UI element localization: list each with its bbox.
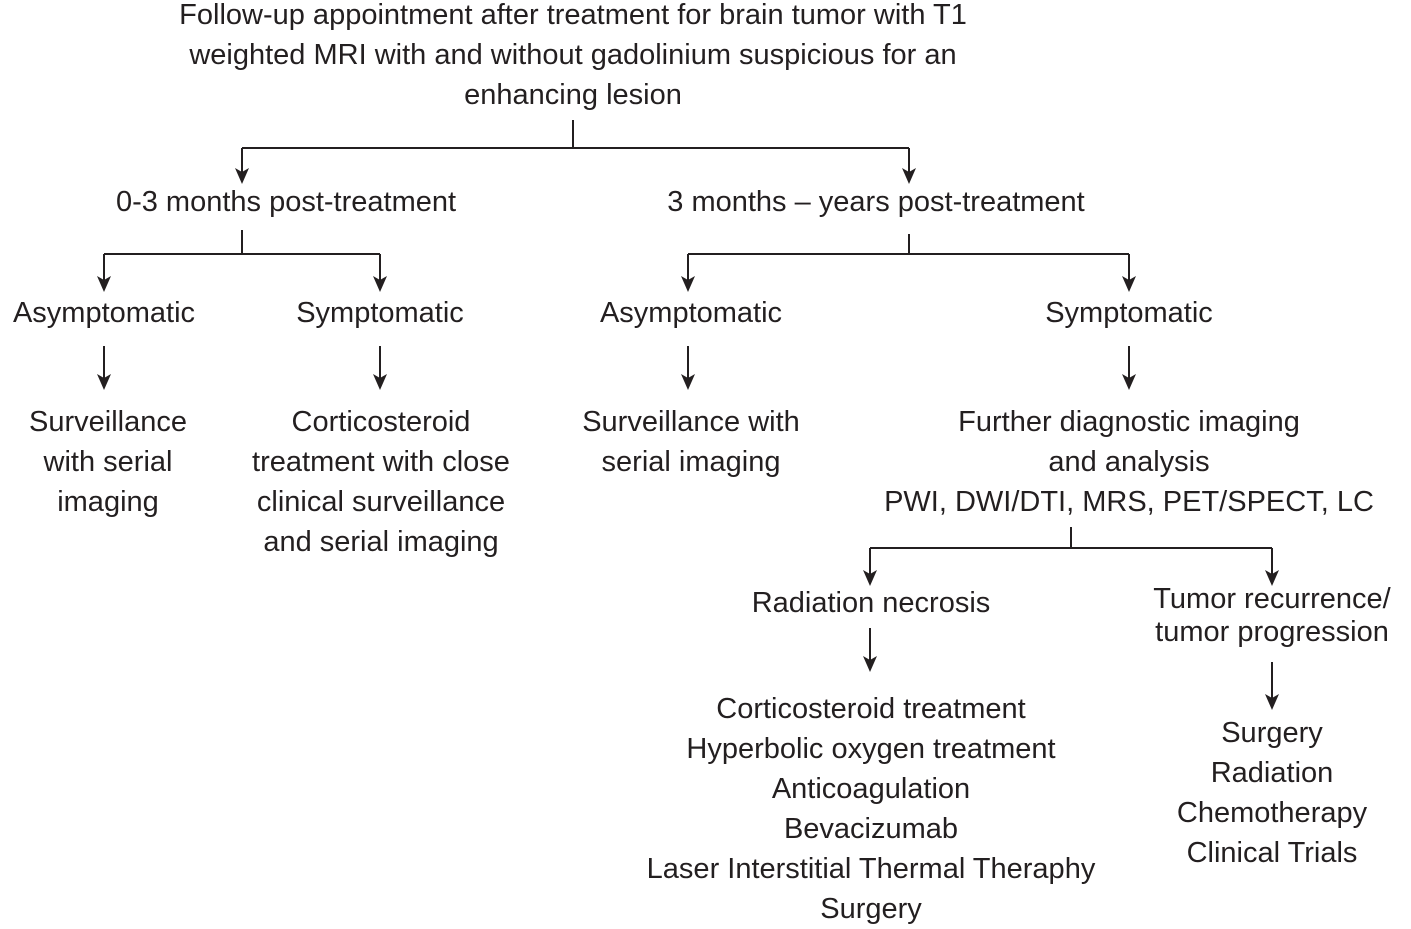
node-text-line: Surveillance with [582,406,800,438]
node-text-line: Asymptomatic [599,297,783,329]
node-text-line: treatment with close [252,446,510,478]
arrowhead-late-sym [1122,276,1136,292]
connector-root [241,120,910,172]
node-text-line: with serial [43,446,173,478]
node-text-line: imaging [57,486,159,518]
connector-early [103,230,381,280]
node-text-line: Asymptomatic [12,297,196,329]
arrowhead-recurrence [1265,570,1279,586]
arrowhead-late-asym [681,276,695,292]
node-text-line: Surveillance [29,406,187,438]
node-text-line: Anticoagulation [771,773,971,805]
early-symptomatic-plan: Corticosteroid treatment with close clinic… [252,402,510,562]
late-symptomatic-node: Symptomatic [1045,293,1213,333]
node-text-line: Clinical Trials [1186,837,1358,869]
late-asymptomatic-node: Asymptomatic [600,293,782,333]
early-asymptomatic-plan: Surveillance with serial imaging [29,402,187,522]
node-text-line: serial imaging [601,446,781,478]
node-text-line: weighted MRI with and without gadolinium… [189,39,957,71]
node-text-line: Chemotherapy [1176,797,1368,829]
node-text-line: Hyperbolic oxygen treatment [686,733,1056,765]
arrowhead-early-sym [373,276,387,292]
root-node: Follow-up appointment after treatment fo… [179,0,967,115]
early-asymptomatic-node: Asymptomatic [13,293,195,333]
node-text-line: and serial imaging [263,526,499,558]
node-text-line: Surgery [1221,717,1323,749]
node-text-line: Follow-up appointment after treatment fo… [179,0,967,31]
node-text-line: Tumor recurrence/ [1153,583,1391,615]
tumor-recurrence-node: Tumor recurrence/tumor progression [1153,583,1390,649]
node-text-line: Symptomatic [1045,297,1213,329]
arrowhead-early-asym-plan [97,374,111,390]
node-text-line: Corticosteroid [291,406,471,438]
connector-diagnostics [869,527,1273,574]
radiation-necrosis-node: Radiation necrosis [752,583,991,623]
node-text-line: Radiation [1210,757,1334,789]
arrowhead-late-sym-plan [1122,374,1136,390]
early-period-node: 0-3 months post-treatment [116,182,456,222]
early-symptomatic-node: Symptomatic [296,293,464,333]
node-text-line: Laser Interstitial Thermal Theraphy [646,853,1096,885]
arrowhead-recurrence-tx [1265,694,1279,710]
arrowhead-necrosis-tx [863,656,877,672]
node-text-line: Corticosteroid treatment [716,693,1026,725]
node-text-line: Radiation necrosis [751,587,991,619]
node-text-line: Symptomatic [296,297,464,329]
arrowhead-early-sym-plan [373,374,387,390]
node-text-line: Further diagnostic imaging [958,406,1300,438]
node-text-line: 0-3 months post-treatment [115,186,457,218]
node-text-line: and analysis [1048,446,1210,478]
node-text-line: PWI, DWI/DTI, MRS, PET/SPECT, LC [884,486,1374,518]
arrowhead-early-asym [97,276,111,292]
late-asymptomatic-plan: Surveillance with serial imaging [582,402,800,482]
arrowhead-late-asym-plan [681,374,695,390]
node-text-line: tumor progression [1155,616,1389,648]
node-text-line: 3 months – years post-treatment [667,186,1085,218]
node-text-line: Surgery [820,893,922,925]
node-text-line: enhancing lesion [464,79,682,111]
node-text-line: Bevacizumab [783,813,959,845]
arrowhead-late [902,168,916,184]
late-period-node: 3 months – years post-treatment [667,182,1084,222]
arrowhead-necrosis [863,570,877,586]
arrowhead-early [235,168,249,184]
connector-late [687,234,1130,280]
node-text-line: clinical surveillance [256,486,506,518]
